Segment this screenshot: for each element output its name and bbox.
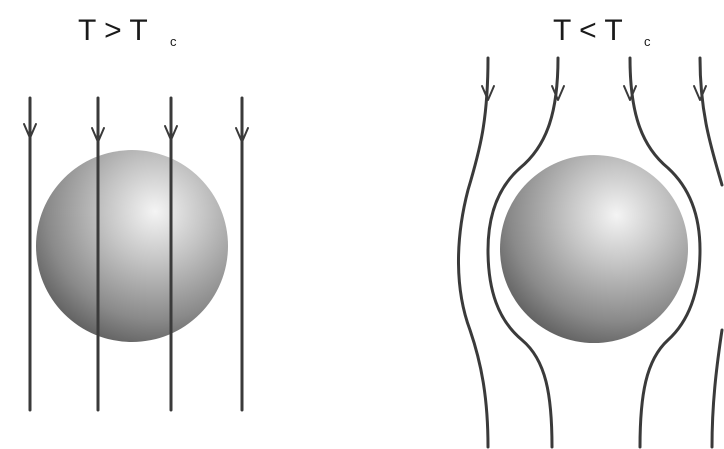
panel-superconducting-state: T < T c xyxy=(458,14,722,447)
field-line-curved-4-lower xyxy=(712,330,722,447)
panel-superconducting-label-subscript: c xyxy=(644,34,651,49)
superconducting-sphere xyxy=(500,155,688,343)
panel-normal-label-subscript: c xyxy=(170,34,177,49)
field-line-curved-4 xyxy=(700,58,722,185)
normal-sphere xyxy=(36,150,228,342)
panel-superconducting-label: T < T xyxy=(553,14,623,47)
panel-normal-label: T > T xyxy=(78,14,148,47)
panel-normal-state: T > T c xyxy=(24,14,248,410)
field-line-curved-1 xyxy=(458,58,488,447)
